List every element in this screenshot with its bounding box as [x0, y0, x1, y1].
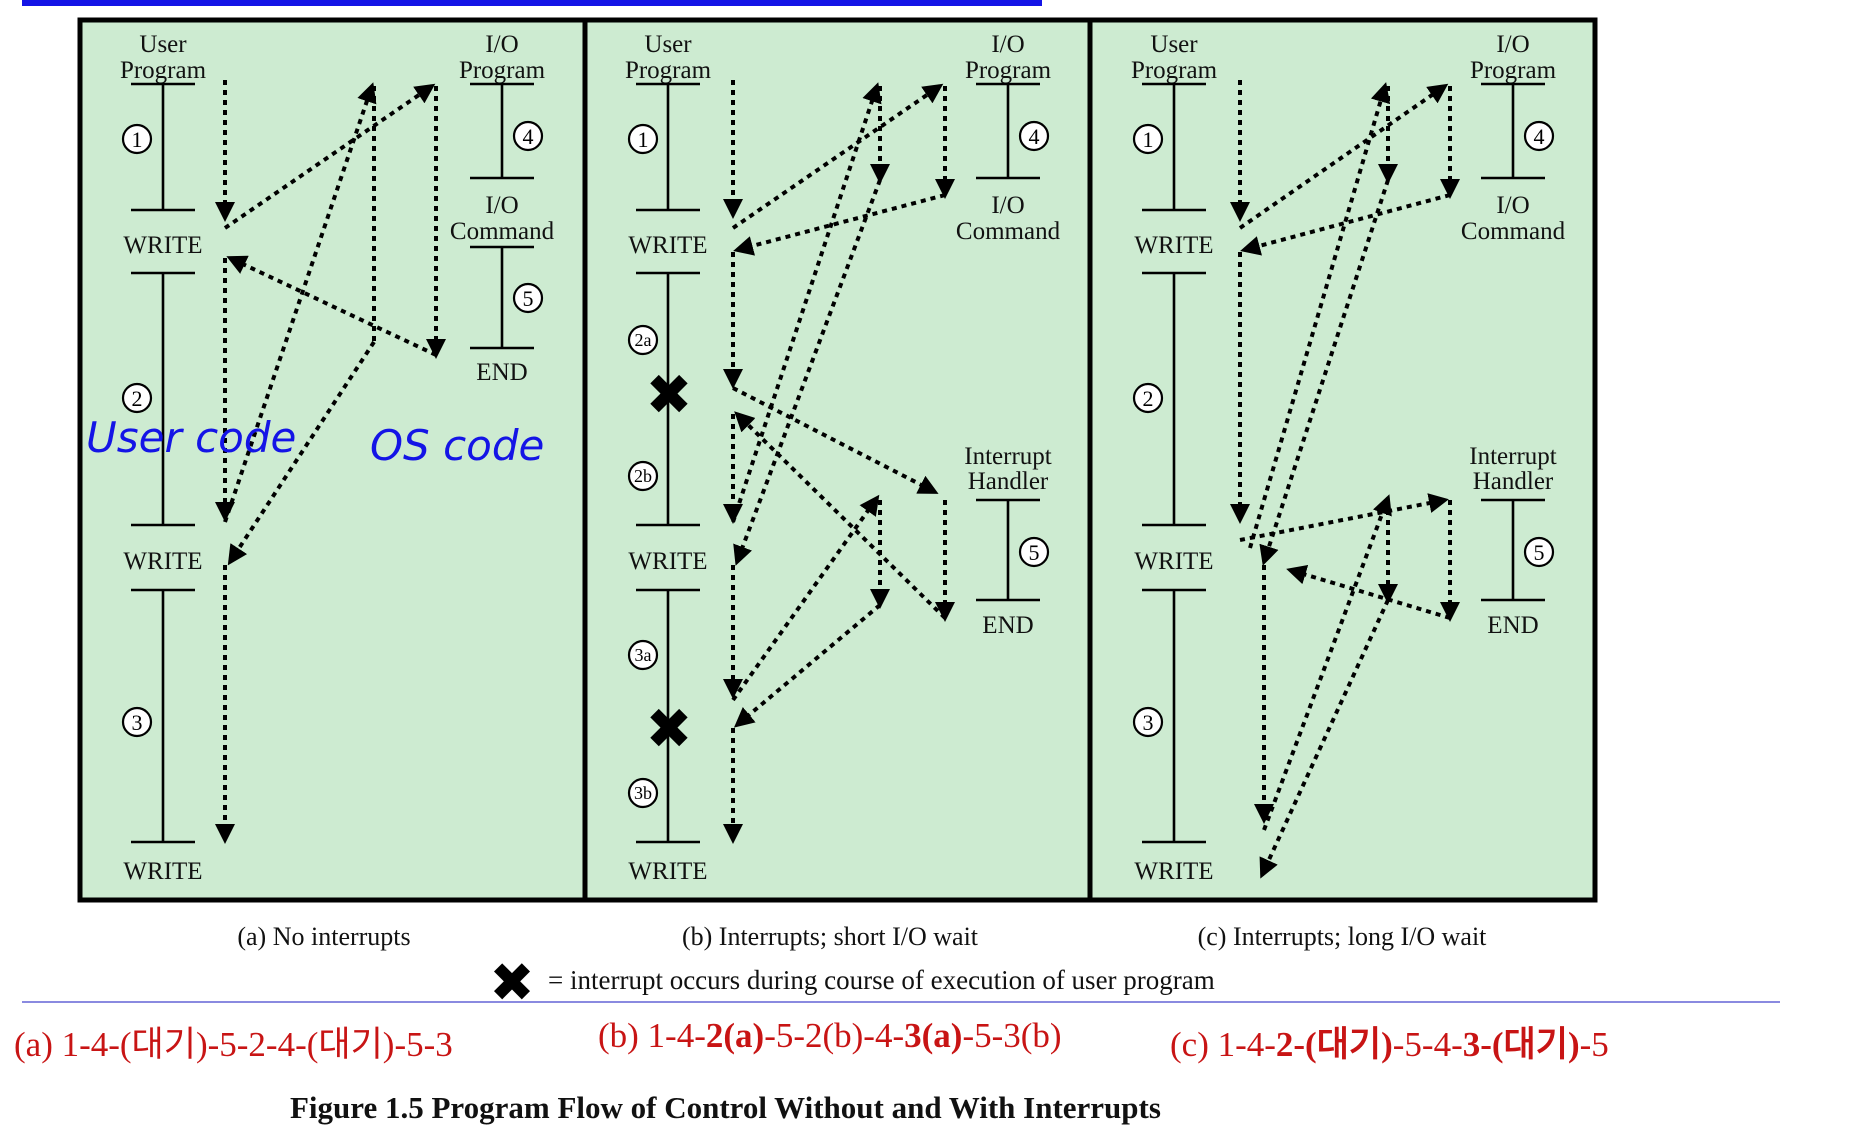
x-mark-icon: ✖ [646, 697, 693, 762]
end-label: END [1487, 612, 1538, 639]
svg-text:5: 5 [1029, 540, 1040, 565]
svg-text:5: 5 [523, 286, 534, 311]
x-mark-icon: ✖ [646, 363, 693, 428]
svg-text:1: 1 [1143, 127, 1154, 152]
caption-c: (c) Interrupts; long I/O wait [1198, 922, 1488, 951]
io-program-label-2: Program [459, 57, 546, 84]
user-program-label-2: Program [1131, 57, 1218, 84]
user-program-label-2: Program [120, 57, 207, 84]
io-command-label-2: Command [1461, 218, 1566, 245]
svg-text:4: 4 [523, 124, 534, 149]
write-label: WRITE [628, 858, 707, 885]
sequence-a: (a) 1-4-(대기)-5-2-4-(대기)-5-3 [14, 1025, 453, 1064]
write-label: WRITE [1134, 548, 1213, 575]
segment-marker [627, 324, 659, 356]
segment-marker [512, 120, 544, 152]
panel-c-diagram: User Program I/O Program WRITE WRITE WRI… [1131, 31, 1566, 951]
segment-marker [1523, 536, 1555, 568]
write-label: WRITE [628, 232, 707, 259]
svg-text:3: 3 [1143, 710, 1154, 735]
svg-text:2: 2 [1143, 386, 1154, 411]
user-program-label-1: User [1150, 31, 1198, 58]
io-program-label-1: I/O [991, 31, 1024, 58]
write-label: WRITE [123, 858, 202, 885]
write-label: WRITE [1134, 232, 1213, 259]
svg-text:3b: 3b [634, 783, 652, 803]
write-label: WRITE [123, 548, 202, 575]
figure-title: Figure 1.5 Program Flow of Control Witho… [290, 1090, 1161, 1125]
panel-b-diagram: User Program I/O Program WRITE WRITE WRI… [625, 31, 1061, 951]
flow-arrows [1230, 80, 1460, 879]
segment-marker [1018, 120, 1050, 152]
end-label: END [476, 359, 527, 386]
write-label: WRITE [123, 232, 202, 259]
svg-text:1: 1 [638, 127, 649, 152]
io-program-label-2: Program [1470, 57, 1557, 84]
io-command-label-1: I/O [485, 192, 518, 219]
panel-a-diagram: User Program I/O Program WRITE WRITE WRI… [86, 31, 555, 951]
io-command-label-1: I/O [991, 192, 1024, 219]
user-program-label-1: User [139, 31, 187, 58]
io-program-label-2: Program [965, 57, 1052, 84]
segment-marker [627, 460, 659, 492]
interrupt-handler-label-1: Interrupt [964, 443, 1052, 470]
segment-marker [627, 639, 659, 671]
segment-marker [121, 706, 153, 738]
svg-text:4: 4 [1534, 124, 1545, 149]
interrupt-handler-label-2: Handler [1473, 468, 1554, 495]
sequence-c: (c) 1-4-2-(대기)-5-4-3-(대기)-5 [1170, 1025, 1609, 1064]
io-command-label-2: Command [956, 218, 1061, 245]
legend-text: = interrupt occurs during course of exec… [548, 965, 1215, 995]
x-mark-icon: ✖ [489, 951, 534, 1014]
io-command-label-1: I/O [1496, 192, 1529, 219]
svg-text:2: 2 [132, 386, 143, 411]
segment-marker [1132, 706, 1164, 738]
segment-marker [627, 777, 659, 809]
segment-marker [1523, 120, 1555, 152]
flow-arrows [215, 80, 446, 844]
flow-arrows [723, 80, 955, 844]
write-label: WRITE [628, 548, 707, 575]
segment-marker [512, 282, 544, 314]
user-program-label-2: Program [625, 57, 712, 84]
write-label: WRITE [1134, 858, 1213, 885]
os-code-annotation: OS code [370, 421, 544, 470]
interrupt-handler-label-2: Handler [968, 468, 1049, 495]
end-label: END [982, 612, 1033, 639]
user-program-label-1: User [644, 31, 692, 58]
svg-text:1: 1 [132, 127, 143, 152]
svg-text:2b: 2b [634, 466, 652, 486]
svg-text:3: 3 [132, 710, 143, 735]
top-accent-bar [22, 0, 1042, 6]
segment-marker [121, 382, 153, 414]
io-command-label-2: Command [450, 218, 555, 245]
user-code-annotation: User code [86, 413, 296, 462]
svg-text:3a: 3a [635, 645, 652, 665]
svg-text:4: 4 [1029, 124, 1040, 149]
caption-b: (b) Interrupts; short I/O wait [682, 922, 979, 951]
sequence-b: (b) 1-4-2(a)-5-2(b)-4-3(a)-5-3(b) [598, 1016, 1062, 1055]
caption-a: (a) No interrupts [237, 922, 410, 951]
segment-marker [1132, 123, 1164, 155]
svg-text:2a: 2a [635, 330, 652, 350]
segment-marker [121, 123, 153, 155]
segment-marker [627, 123, 659, 155]
segment-marker [1018, 536, 1050, 568]
io-program-label-1: I/O [485, 31, 518, 58]
io-program-label-1: I/O [1496, 31, 1529, 58]
segment-marker [1132, 382, 1164, 414]
svg-text:5: 5 [1534, 540, 1545, 565]
interrupt-handler-label-1: Interrupt [1469, 443, 1557, 470]
